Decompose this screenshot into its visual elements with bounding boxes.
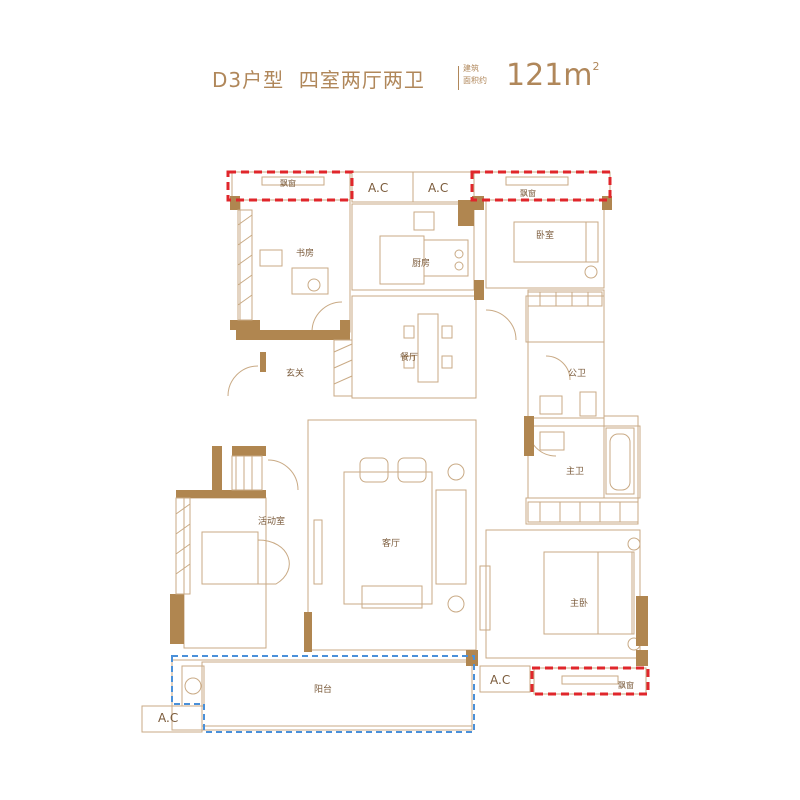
room-label-bedroom: 卧室 bbox=[536, 229, 554, 241]
window-hatching bbox=[175, 209, 639, 595]
window-label-bay-right: 飘窗 bbox=[520, 188, 536, 198]
room-label-living: 客厅 bbox=[382, 537, 400, 549]
bay-highlight-right bbox=[470, 170, 612, 202]
ac-label-top-left: A.C bbox=[368, 181, 388, 195]
bay-window-highlights bbox=[226, 170, 650, 696]
area-unit: m bbox=[563, 58, 593, 93]
unit-type: D3户型 bbox=[212, 68, 285, 92]
window-label-bay-bottom: 飘窗 bbox=[618, 680, 634, 690]
room-label-balcony: 阳台 bbox=[314, 683, 332, 695]
ac-label-bottom-right: A.C bbox=[490, 673, 510, 687]
header-separator bbox=[458, 66, 459, 90]
area-label-top: 建筑 bbox=[463, 64, 479, 73]
area-unit-sup: 2 bbox=[592, 60, 600, 73]
room-label-foyer: 玄关 bbox=[286, 367, 304, 379]
bay-highlight-bottom bbox=[530, 666, 650, 696]
window-label-bay-left: 飘窗 bbox=[280, 178, 296, 188]
room-label-public-bath: 公卫 bbox=[568, 368, 586, 379]
area-label-bottom: 面积约 bbox=[463, 76, 487, 85]
room-label-kitchen: 厨房 bbox=[412, 257, 430, 269]
area-number: 121 bbox=[506, 58, 564, 93]
balcony-highlight bbox=[171, 655, 475, 733]
room-label-master-bath: 主卫 bbox=[566, 465, 584, 477]
room-label-activity: 活动室 bbox=[258, 515, 285, 527]
ac-label-bottom-left: A.C bbox=[158, 711, 178, 725]
area-value: 121m2 bbox=[506, 58, 600, 93]
room-layout: 四室两厅两卫 bbox=[298, 68, 425, 92]
room-label-dining: 餐厅 bbox=[400, 351, 418, 363]
room-label-study: 书房 bbox=[296, 247, 314, 259]
ac-label-top-right: A.C bbox=[428, 181, 448, 195]
walls bbox=[170, 196, 648, 666]
plan-header: D3户型 四室两厅两卫 建筑 面积约 121m2 bbox=[0, 58, 800, 98]
room-label-master-bed: 主卧 bbox=[570, 597, 588, 609]
bay-highlight-left bbox=[226, 170, 354, 202]
plan-title: D3户型 四室两厅两卫 bbox=[212, 64, 425, 93]
room-labels: 书房 厨房 卧室 餐厅 玄关 公卫 主卫 活动室 客厅 主卧 阳台 飘窗 飘窗 … bbox=[158, 178, 634, 725]
